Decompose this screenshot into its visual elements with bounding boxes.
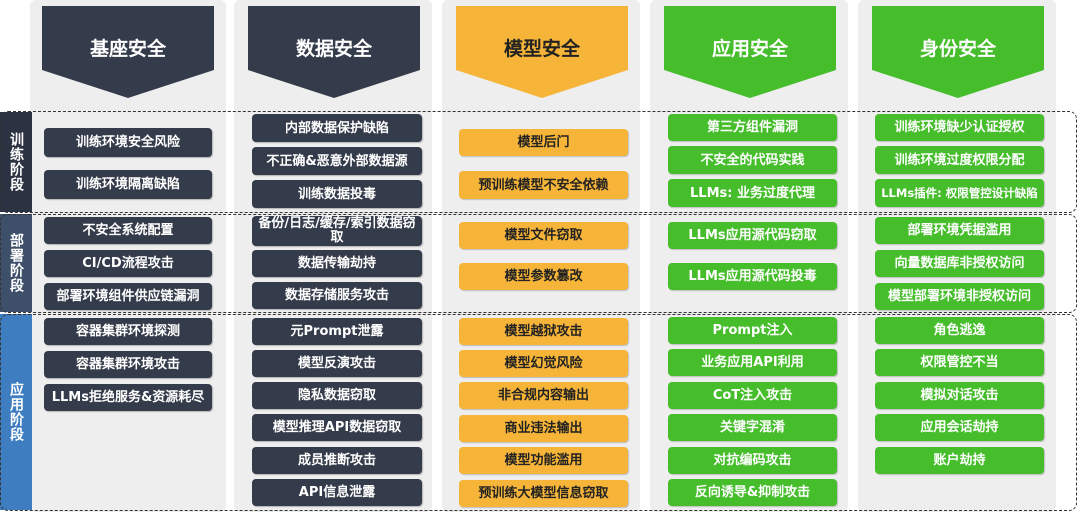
risk-box: 对抗编码攻击 bbox=[668, 447, 837, 474]
risk-box: LLMs: 业务过度代理 bbox=[668, 179, 837, 207]
risk-box: 关键字混淆 bbox=[668, 414, 837, 441]
risk-box: 预训练模型不安全依赖 bbox=[459, 171, 628, 199]
band-training bbox=[0, 111, 1077, 213]
band-deploy bbox=[0, 214, 1077, 313]
risk-box: 内部数据保护缺陷 bbox=[252, 114, 422, 142]
risk-box: LLMs应用源代码窃取 bbox=[668, 222, 837, 249]
band-application bbox=[0, 314, 1077, 511]
risk-box: 不安全的代码实践 bbox=[668, 146, 837, 174]
column-header-identity: 身份安全 bbox=[872, 6, 1044, 98]
risk-box: 不安全系统配置 bbox=[44, 217, 212, 244]
risk-box: 模型后门 bbox=[459, 129, 628, 156]
risk-box: 角色逃逸 bbox=[875, 317, 1044, 344]
risk-box: 模型功能滥用 bbox=[459, 447, 628, 474]
risk-box: 训练环境隔离缺陷 bbox=[44, 170, 212, 199]
risk-box: 向量数据库非授权访问 bbox=[875, 250, 1044, 277]
risk-box: 模型越狱攻击 bbox=[459, 318, 628, 345]
risk-box: CI/CD流程攻击 bbox=[44, 250, 212, 277]
risk-box: 模型部署环境非授权访问 bbox=[875, 283, 1044, 310]
column-header-data: 数据安全 bbox=[248, 6, 420, 98]
risk-box: 元Prompt泄露 bbox=[252, 318, 422, 345]
risk-box: LLMs插件: 权限管控设计缺陷 bbox=[875, 179, 1044, 207]
column-header-application: 应用安全 bbox=[664, 6, 836, 98]
risk-box: 训练环境过度权限分配 bbox=[875, 146, 1044, 174]
stage-label-deploy: 部署阶段 bbox=[0, 214, 32, 312]
column-header-model: 模型安全 bbox=[456, 6, 628, 98]
stage-label-training: 训练阶段 bbox=[0, 112, 32, 212]
risk-box: 部署环境组件供应链漏洞 bbox=[44, 283, 212, 310]
risk-box: 数据存储服务攻击 bbox=[252, 282, 422, 309]
column-header-base: 基座安全 bbox=[42, 6, 214, 98]
risk-box: 训练环境缺少认证授权 bbox=[875, 114, 1044, 141]
risk-box: CoT注入攻击 bbox=[668, 382, 837, 409]
risk-box: 模拟对话攻击 bbox=[875, 382, 1044, 409]
risk-box: API信息泄露 bbox=[252, 479, 422, 506]
risk-box: 应用会话劫持 bbox=[875, 414, 1044, 441]
risk-box: 训练环境安全风险 bbox=[44, 128, 212, 157]
risk-box: 预训练大模型信息窃取 bbox=[459, 480, 628, 507]
risk-box: 反向诱导&抑制攻击 bbox=[668, 479, 837, 506]
risk-box: 隐私数据窃取 bbox=[252, 382, 422, 409]
risk-box: 非合规内容输出 bbox=[459, 382, 628, 409]
risk-box: 模型反演攻击 bbox=[252, 350, 422, 377]
risk-box: 容器集群环境探测 bbox=[44, 318, 212, 345]
risk-box: 成员推断攻击 bbox=[252, 447, 422, 474]
risk-box: 账户劫持 bbox=[875, 447, 1044, 474]
risk-box: 部署环境凭据滥用 bbox=[875, 217, 1044, 244]
risk-box: 模型文件窃取 bbox=[459, 222, 628, 249]
risk-box: 模型幻觉风险 bbox=[459, 350, 628, 377]
risk-box: 权限管控不当 bbox=[875, 349, 1044, 376]
risk-box: 业务应用API利用 bbox=[668, 349, 837, 376]
risk-box: 第三方组件漏洞 bbox=[668, 114, 837, 141]
risk-box: 容器集群环境攻击 bbox=[44, 351, 212, 378]
risk-box: 商业违法输出 bbox=[459, 415, 628, 442]
risk-box: LLMs应用源代码投毒 bbox=[668, 263, 837, 290]
stage-label-application: 应用阶段 bbox=[0, 314, 32, 510]
risk-box: 模型推理API数据窃取 bbox=[252, 414, 422, 441]
risk-box: 模型参数篡改 bbox=[459, 263, 628, 290]
risk-box: Prompt注入 bbox=[668, 317, 837, 344]
risk-box: 数据传输劫持 bbox=[252, 250, 422, 277]
risk-box: 训练数据投毒 bbox=[252, 180, 422, 208]
risk-box: LLMs拒绝服务&资源耗尽 bbox=[44, 384, 212, 411]
risk-box: 不正确&恶意外部数据源 bbox=[252, 147, 422, 175]
risk-box: 备份/日志/缓存/索引数据窃取 bbox=[252, 216, 422, 246]
